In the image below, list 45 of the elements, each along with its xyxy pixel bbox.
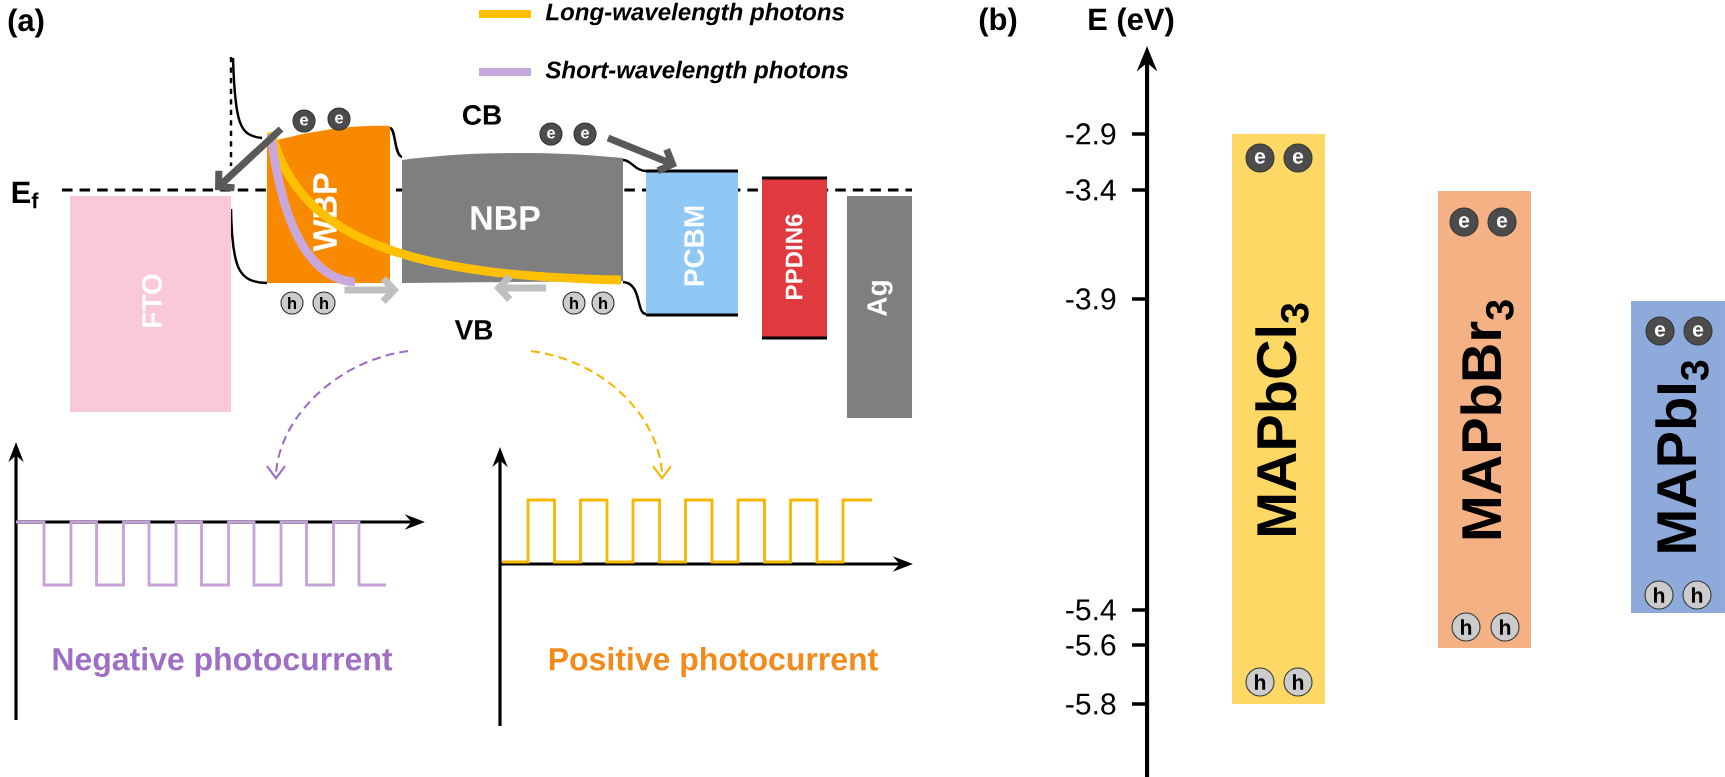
hole-ball: h	[1644, 580, 1674, 610]
band-block: PCBM	[646, 169, 738, 317]
legend-text: Short-wavelength photons	[545, 60, 849, 84]
electron-ball: e	[1283, 143, 1313, 173]
electron-ball: e	[1645, 316, 1675, 346]
tick-label: -3.4	[1066, 179, 1116, 201]
tick-label: -3.9	[1066, 288, 1116, 310]
electron-ball: e	[327, 107, 351, 131]
electron-ball: e	[539, 122, 563, 146]
hole-ball: h	[1490, 612, 1520, 642]
electron-ball: e	[1245, 143, 1275, 173]
hole-ball: h	[562, 291, 586, 315]
legend-text: Long-wavelength photons	[545, 2, 845, 26]
plot-caption: Negative photocurrent	[53, 647, 393, 677]
arrow	[606, 134, 677, 174]
fermi-level-label: E$_{f}$	[12, 181, 39, 209]
arrow	[266, 349, 409, 480]
hole-ball: h	[1451, 612, 1481, 642]
band-label: VB	[454, 320, 493, 340]
hole-ball: h	[591, 291, 615, 315]
panel-label: (a)	[8, 8, 44, 38]
tick-label: -2.9	[1066, 123, 1116, 145]
arrow	[215, 126, 284, 192]
band-block: NBP	[402, 153, 623, 283]
plot-caption: Positive photocurrent	[549, 647, 878, 677]
hole-ball: h	[1283, 667, 1313, 697]
hole-ball: h	[280, 291, 304, 315]
tick-label: -5.8	[1066, 693, 1116, 715]
arrow	[530, 349, 672, 480]
electron-ball: e	[1487, 207, 1517, 237]
hole-ball: h	[312, 291, 336, 315]
electron-ball: e	[573, 122, 597, 146]
hole-ball: h	[1682, 580, 1712, 610]
arrow	[344, 276, 399, 304]
band-block: Ag	[847, 196, 912, 418]
panel-label: (b)	[979, 7, 1017, 37]
electron-ball: e	[292, 109, 316, 133]
band-label: CB	[463, 105, 501, 125]
panel-label: E (eV)	[1089, 7, 1174, 37]
band-block: PPDIN6	[762, 176, 827, 340]
tick-label: -5.4	[1066, 599, 1116, 621]
hole-ball: h	[1245, 667, 1275, 697]
tick-label: -5.6	[1066, 634, 1116, 656]
electron-ball: e	[1449, 207, 1479, 237]
electron-ball: e	[1683, 316, 1713, 346]
